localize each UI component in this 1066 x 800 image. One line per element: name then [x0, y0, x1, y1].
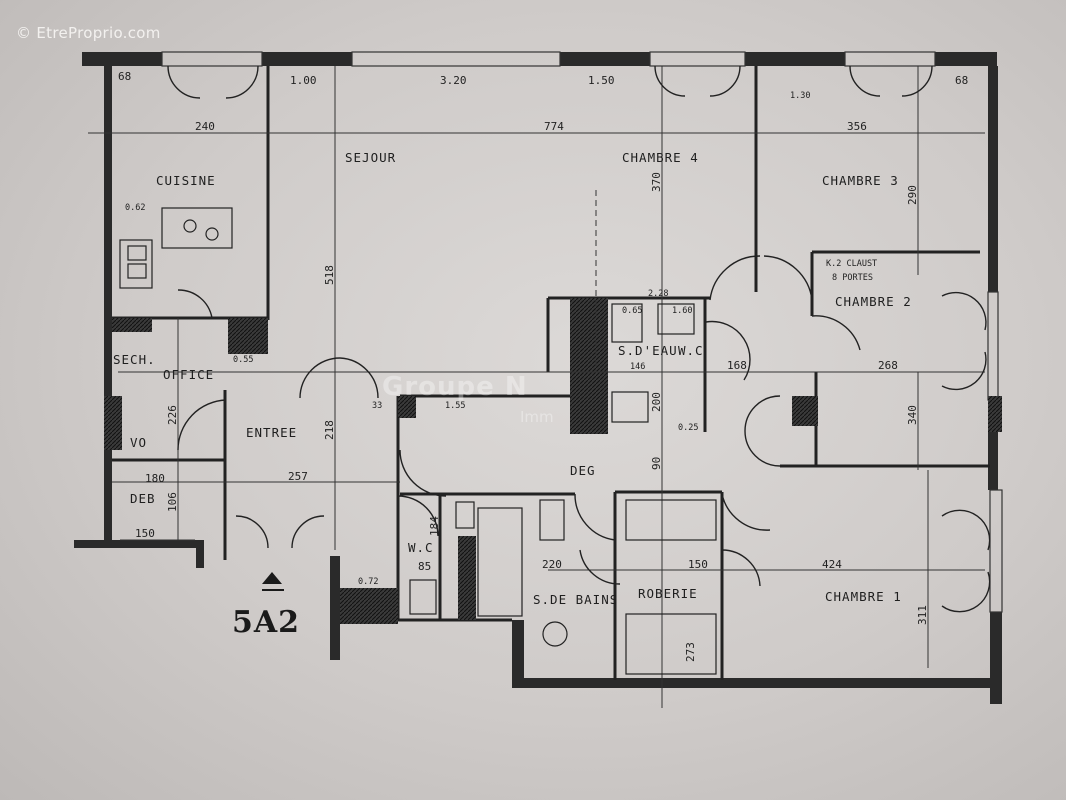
- label-entree: ENTREE: [246, 425, 297, 440]
- dim-106: 106: [166, 492, 179, 512]
- label-chambre1: CHAMBRE 1: [825, 589, 902, 604]
- dim-062: 0.62: [125, 203, 145, 213]
- dim-370: 370: [650, 172, 663, 192]
- dim-268: 268: [878, 359, 898, 372]
- dim-068r: 68: [955, 74, 968, 87]
- label-vo: VO: [130, 435, 147, 450]
- plan-id: 5A2: [232, 605, 300, 640]
- dim-033: 33: [372, 401, 382, 411]
- dim-100: 1.00: [290, 74, 317, 87]
- fixtures: [119, 207, 717, 675]
- dim-218: 218: [323, 420, 336, 440]
- label-sech: SECH.: [113, 352, 156, 367]
- dim-518: 518: [323, 265, 336, 285]
- label-wc1: W.C: [678, 343, 704, 358]
- dim-257: 257: [288, 470, 308, 483]
- label-office: OFFICE: [163, 367, 214, 382]
- label-chambre3: CHAMBRE 3: [822, 173, 899, 188]
- dim-150t: 1.50: [588, 74, 615, 87]
- dim-85: 85: [418, 560, 431, 573]
- dimension-lines: [88, 66, 985, 708]
- note-k2: K.2 CLAUST: [826, 259, 877, 269]
- dim-055: 0.55: [233, 355, 253, 365]
- dim-226: 226: [166, 405, 179, 425]
- outer-walls: [74, 52, 1002, 704]
- label-sdeau: S.D'EAU: [618, 343, 678, 358]
- label-wc2: W.C: [408, 540, 434, 555]
- hatched-blocks: [104, 298, 1002, 624]
- dim-168: 168: [727, 359, 747, 372]
- dim-130: 1.30: [790, 91, 810, 101]
- dim-146: 146: [630, 362, 645, 372]
- dim-068: 68: [118, 70, 131, 83]
- dim-356: 356: [847, 120, 867, 133]
- label-chambre4: CHAMBRE 4: [622, 150, 699, 165]
- watermark-center-sub: Imm: [520, 408, 554, 426]
- dim-150r: 150: [688, 558, 708, 571]
- dim-273: 273: [684, 642, 697, 662]
- watermark-text: © EtreProprio.com: [16, 24, 161, 42]
- plan-id-marker: 5A2: [232, 572, 300, 640]
- dimension-texts: 240 774 356 3.20 1.50 1.00 68 68 1.30 16…: [118, 70, 968, 662]
- dim-220: 220: [542, 558, 562, 571]
- dim-180: 180: [145, 472, 165, 485]
- door-swings: [167, 65, 991, 613]
- label-deb: DEB: [130, 491, 156, 506]
- dim-340: 340: [906, 405, 919, 425]
- dim-311: 311: [916, 605, 929, 625]
- dim-90: 90: [650, 457, 663, 470]
- dim-320: 3.20: [440, 74, 467, 87]
- watermark-center: Groupe N: [382, 372, 528, 402]
- room-labels: SEJOUR CHAMBRE 4 CHAMBRE 3 CHAMBRE 2 CHA…: [113, 150, 912, 607]
- dim-424: 424: [822, 558, 842, 571]
- label-chambre2: CHAMBRE 2: [835, 294, 912, 309]
- dim-150b: 150: [135, 527, 155, 540]
- dim-025: 0.25: [678, 423, 698, 433]
- dim-228: 2.28: [648, 289, 668, 299]
- label-sejour: SEJOUR: [345, 150, 396, 165]
- dim-200: 200: [650, 392, 663, 412]
- dim-155: 1.55: [445, 401, 465, 411]
- dim-065: 0.65: [622, 306, 642, 316]
- dim-184: 184: [428, 516, 441, 536]
- dim-240: 240: [195, 120, 215, 133]
- label-sdbains: S.DE BAINS: [533, 592, 618, 607]
- dim-774: 774: [544, 120, 564, 133]
- interior-walls: [112, 66, 990, 680]
- note-porte: 8 PORTES: [832, 273, 873, 283]
- label-cuisine: CUISINE: [156, 173, 216, 188]
- dim-290: 290: [906, 185, 919, 205]
- north-arrow-icon: [262, 572, 282, 584]
- dim-160: 1.60: [672, 306, 692, 316]
- label-deg: DEG: [570, 463, 596, 478]
- dim-072: 0.72: [358, 577, 378, 587]
- label-roberie: ROBERIE: [638, 586, 698, 601]
